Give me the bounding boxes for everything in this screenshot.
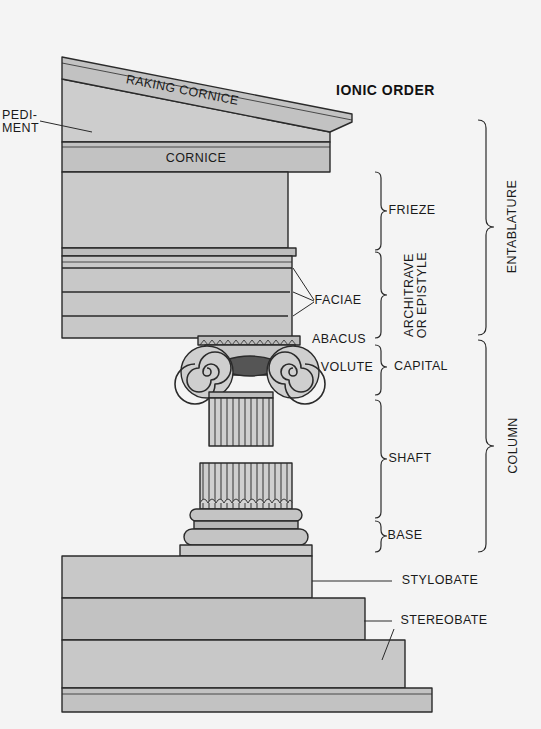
part-label: STYLOBATE <box>402 574 478 587</box>
stylobate <box>62 556 312 598</box>
base <box>190 509 302 521</box>
stereobate-step <box>62 688 432 712</box>
part-label: ARCHITRAVE OR EPISTYLE <box>403 250 429 340</box>
part-label: SHAFT <box>389 452 432 465</box>
diagram-title: IONIC ORDER <box>336 82 435 98</box>
shaft <box>200 463 292 509</box>
architrave <box>62 256 292 338</box>
stereobate-step <box>62 640 405 688</box>
abacus <box>198 336 300 345</box>
part-label: VOLUTE <box>321 361 373 374</box>
part-label: CORNICE <box>166 152 226 165</box>
bracket <box>375 120 494 552</box>
stereobate-step <box>62 598 365 640</box>
raking-cornice <box>62 57 352 132</box>
architrave-moulding <box>62 248 296 256</box>
part-label: ABACUS <box>312 333 366 346</box>
part-label: BASE <box>388 529 423 542</box>
shaft <box>209 398 273 446</box>
part-label: FACIAE <box>315 294 362 307</box>
group-label: COLUMN <box>506 418 519 475</box>
part-label: CAPITAL <box>394 360 448 373</box>
cornice <box>62 142 330 172</box>
part-label: PEDI- MENT <box>2 109 46 135</box>
part-label: STEREOBATE <box>400 614 487 627</box>
group-label: ENTABLATURE <box>506 180 519 274</box>
part-label: FRIEZE <box>389 204 436 217</box>
frieze <box>62 172 288 248</box>
